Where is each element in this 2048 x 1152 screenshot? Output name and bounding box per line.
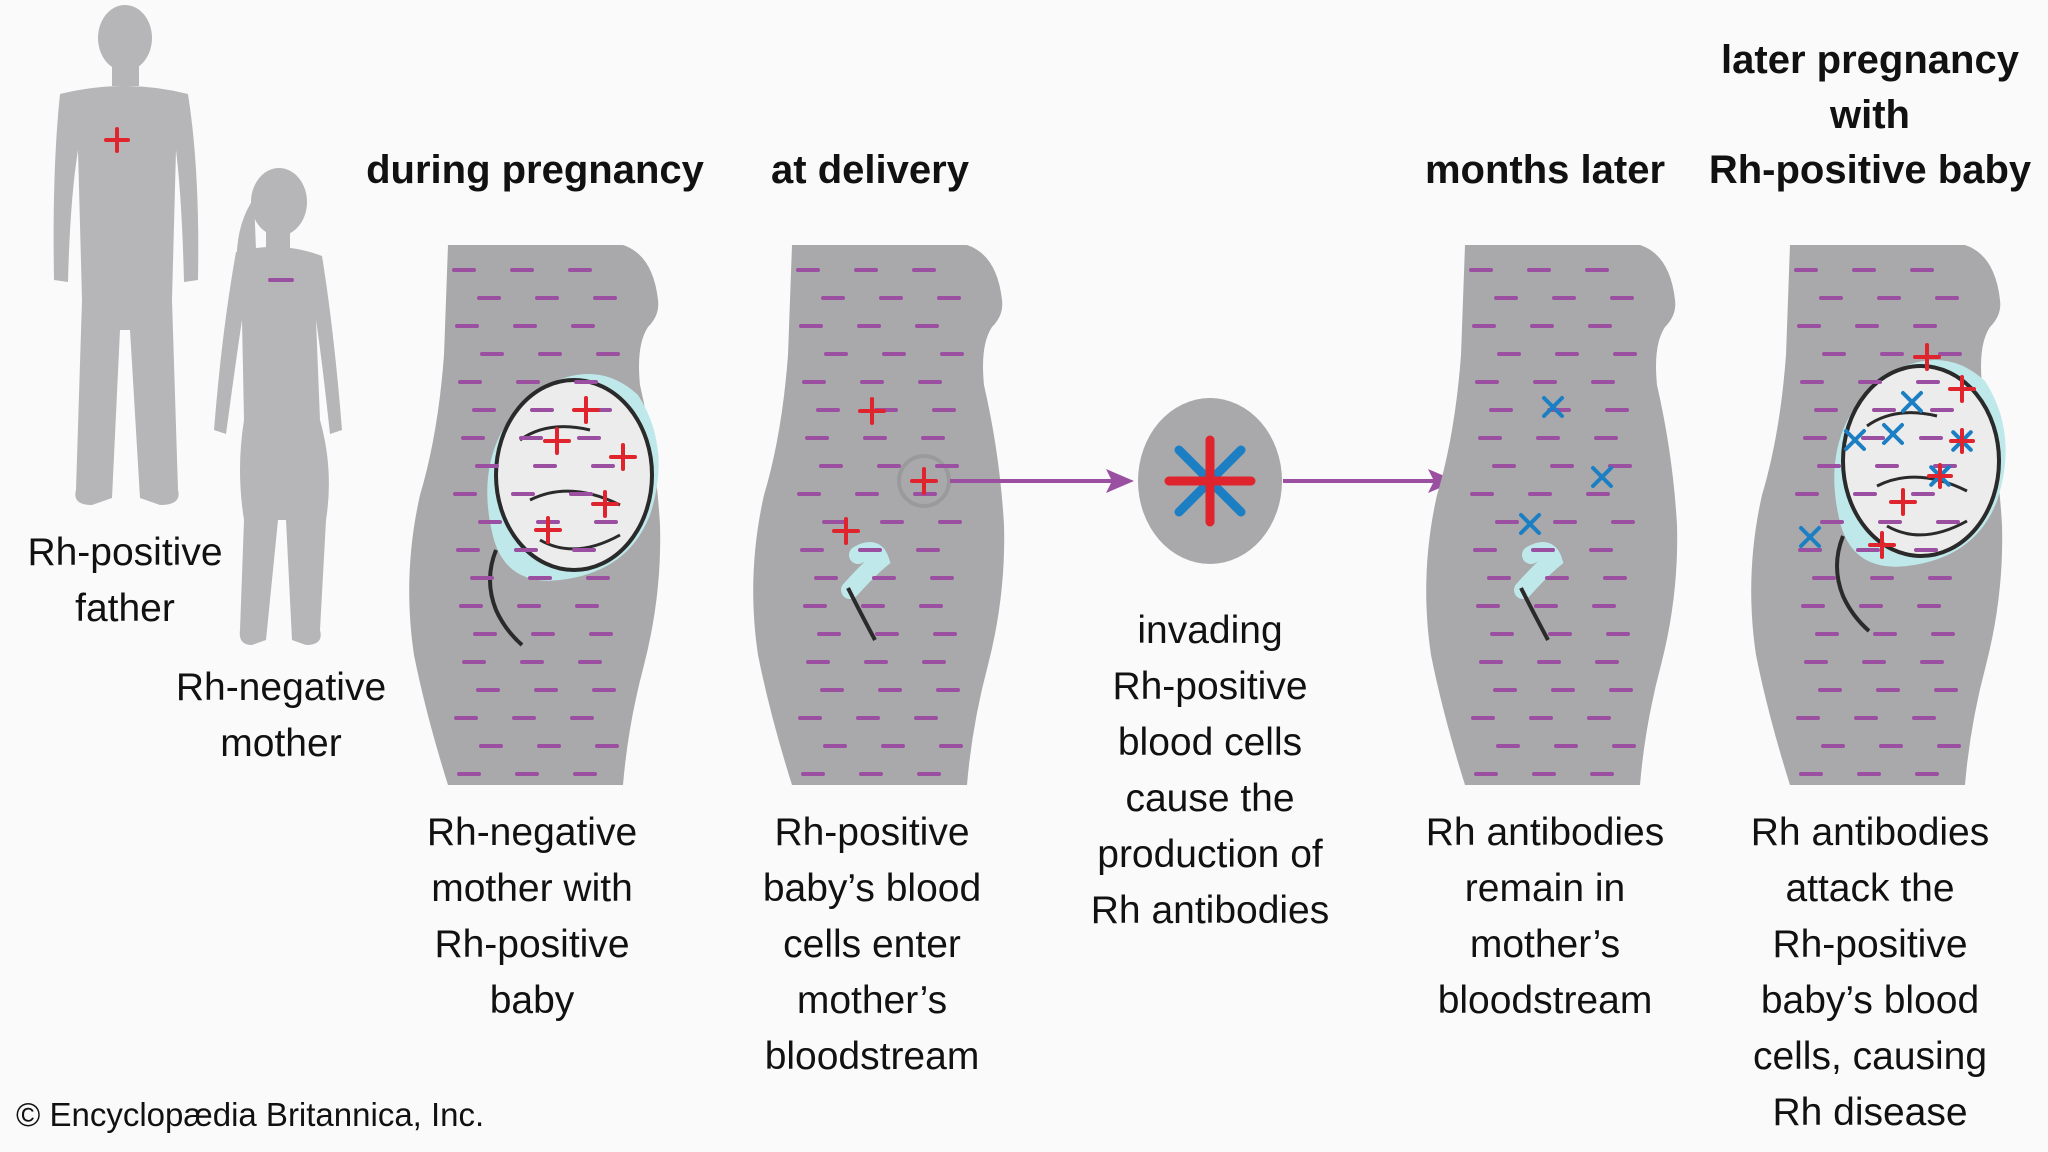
antibody-mark <box>1844 429 1866 451</box>
arrow-to-months-later <box>1283 469 1456 493</box>
antibody-mark <box>1882 423 1904 445</box>
stage-title-at-delivery: at delivery <box>771 148 969 192</box>
fetus-during-pregnancy <box>487 373 659 647</box>
stage-title-during-pregnancy: during pregnancy <box>366 148 704 192</box>
antibody-mark <box>1799 526 1821 548</box>
father-label: Rh-positive father <box>27 531 223 630</box>
antibody-production-circle <box>1138 398 1282 564</box>
caption-later-pregnancy: Rh antibodies attack the Rh-positive bab… <box>1750 811 1990 1134</box>
cell-marks <box>104 127 1976 559</box>
caption-months-later: Rh antibodies remain in mother’s bloodst… <box>1425 811 1665 1022</box>
arrow-to-antibody-production <box>950 469 1134 493</box>
father-silhouette <box>53 5 199 505</box>
caption-during-pregnancy: Rh-negative mother with Rh-positive baby <box>426 811 638 1022</box>
caption-at-delivery: Rh-positive baby’s blood cells enter mot… <box>762 811 982 1078</box>
mother-label: Rh-negative mother <box>175 666 387 765</box>
caption-antibody-production: invading Rh-positive blood cells cause t… <box>1090 609 1330 932</box>
copyright-notice: © Encyclopædia Britannica, Inc. <box>16 1096 485 1133</box>
antibody-mark <box>1519 513 1541 535</box>
rh-negative-marks <box>452 268 1962 776</box>
antibody-mark <box>1901 391 1923 413</box>
antibody-mark <box>1542 396 1564 418</box>
antibody-mark <box>1591 466 1613 488</box>
stage-title-later-pregnancy: later pregnancy with Rh-positive baby <box>1708 38 2032 192</box>
mother-silhouette <box>214 168 342 645</box>
highlighted-cell-ring <box>897 454 951 508</box>
fetus-later-pregnancy <box>1834 359 2006 633</box>
stage-title-months-later: months later <box>1424 148 1666 192</box>
